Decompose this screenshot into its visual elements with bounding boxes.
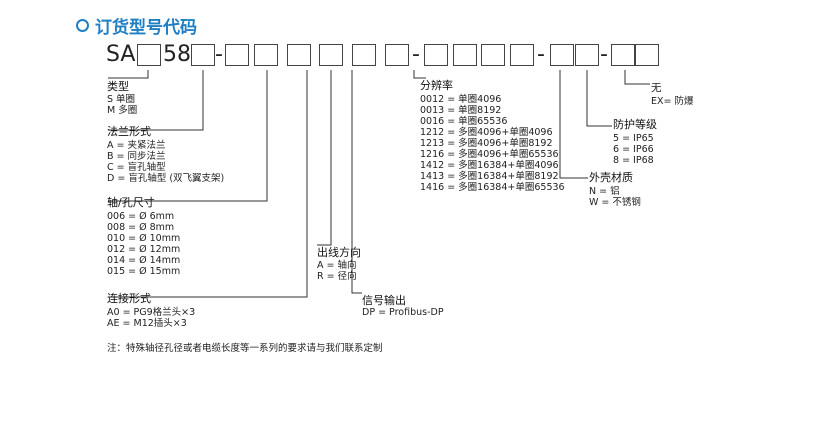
resolution-item: 1412 = 多圈16384+单圈4096	[420, 160, 559, 171]
code-box-resolution-2	[510, 44, 534, 66]
protection-item: 5 = IP65	[613, 133, 654, 144]
code-dash: -	[412, 42, 420, 67]
shaft-item: 006 = Ø 6mm	[107, 211, 175, 222]
resolution-item: 0012 = 单圈4096	[420, 94, 502, 105]
resolution-label: 分辨率	[420, 79, 453, 92]
flange-item: D = 盲孔轴型 (双飞翼支架)	[107, 173, 225, 184]
signal-item: DP = Profibus-DP	[362, 307, 444, 318]
connection-item: AE = M12插头×3	[107, 318, 187, 329]
code-box-signal-1	[424, 44, 448, 66]
connector-resolution	[413, 70, 426, 79]
code-dash: -	[600, 42, 608, 67]
code-box-explosion-2	[635, 44, 659, 66]
housing-item: W = 不锈钢	[589, 197, 641, 208]
protection-item: 6 = IP66	[613, 144, 654, 155]
connector-protection	[586, 70, 612, 127]
shaft-item: 008 = Ø 8mm	[107, 222, 175, 233]
shaft-item: 015 = Ø 15mm	[107, 266, 181, 277]
protection-label: 防护等级	[613, 118, 657, 131]
resolution-item: 1216 = 多圈4096+单圈65536	[420, 149, 559, 160]
resolution-item: 1213 = 多圈4096+单圈8192	[420, 138, 553, 149]
code-box-shaft-1	[225, 44, 249, 66]
code-dash: -	[215, 42, 223, 67]
flange-label: 法兰形式	[107, 125, 151, 138]
flange-item: C = 盲孔轴型	[107, 162, 166, 173]
code-box-flange	[191, 44, 215, 66]
code-box-connection-1	[319, 44, 343, 66]
outlet-label: 出线方向	[317, 246, 361, 259]
connection-item: A0 = PG9格兰头×3	[107, 307, 196, 318]
housing-item: N = 铝	[589, 186, 620, 197]
code-box-connection-2	[352, 44, 376, 66]
code-fixed: 58	[163, 42, 191, 67]
shaft-item: 010 = Ø 10mm	[107, 233, 181, 244]
resolution-item: 1416 = 多圈16384+单圈65536	[420, 182, 565, 193]
outlet-item: R = 径向	[317, 271, 357, 282]
footnote: 注：特殊轴径孔径或者电缆长度等一系列的要求请与我们联系定制	[107, 343, 383, 354]
housing-label: 外壳材质	[589, 171, 633, 184]
shaft-label: 轴/孔尺寸	[107, 196, 155, 209]
code-box-explosion-1	[611, 44, 635, 66]
order-code-row: SA 58 - - - -	[0, 40, 832, 70]
section-title: 订货型号代码	[76, 13, 197, 38]
code-box-shaft-3	[287, 44, 311, 66]
connector-type	[108, 70, 149, 79]
code-dash: -	[537, 42, 545, 67]
type-item: M 多圈	[107, 105, 138, 116]
code-box-signal-2	[453, 44, 477, 66]
connector-outlet	[317, 70, 332, 246]
flange-item: B = 同步法兰	[107, 151, 166, 162]
code-box-type	[137, 44, 161, 66]
type-label: 类型	[107, 80, 129, 93]
code-prefix: SA	[106, 42, 136, 67]
signal-label: 信号输出	[362, 294, 406, 307]
resolution-item: 0016 = 单圈65536	[420, 116, 508, 127]
resolution-item: 0013 = 单圈8192	[420, 105, 502, 116]
resolution-item: 1413 = 多圈16384+单圈8192	[420, 171, 559, 182]
code-box-protection	[575, 44, 599, 66]
connection-label: 连接形式	[107, 292, 151, 305]
connector-explosion	[624, 70, 650, 85]
flange-item: A = 夹紧法兰	[107, 140, 166, 151]
outlet-item: A = 轴向	[317, 260, 357, 271]
resolution-item: 1212 = 多圈4096+单圈4096	[420, 127, 553, 138]
code-box-housing	[550, 44, 574, 66]
shaft-item: 014 = Ø 14mm	[107, 255, 181, 266]
shaft-item: 012 = Ø 12mm	[107, 244, 181, 255]
connector-housing	[559, 70, 588, 179]
circle-bullet-icon	[76, 19, 89, 32]
type-item: S 单圈	[107, 94, 136, 105]
explosion-item: 无	[651, 82, 662, 94]
code-box-outlet	[385, 44, 409, 66]
protection-item: 8 = IP68	[613, 155, 654, 166]
code-box-shaft-2	[254, 44, 278, 66]
code-box-resolution-1	[481, 44, 505, 66]
explosion-item: EX= 防爆	[651, 96, 694, 107]
section-title-text: 订货型号代码	[95, 18, 197, 38]
